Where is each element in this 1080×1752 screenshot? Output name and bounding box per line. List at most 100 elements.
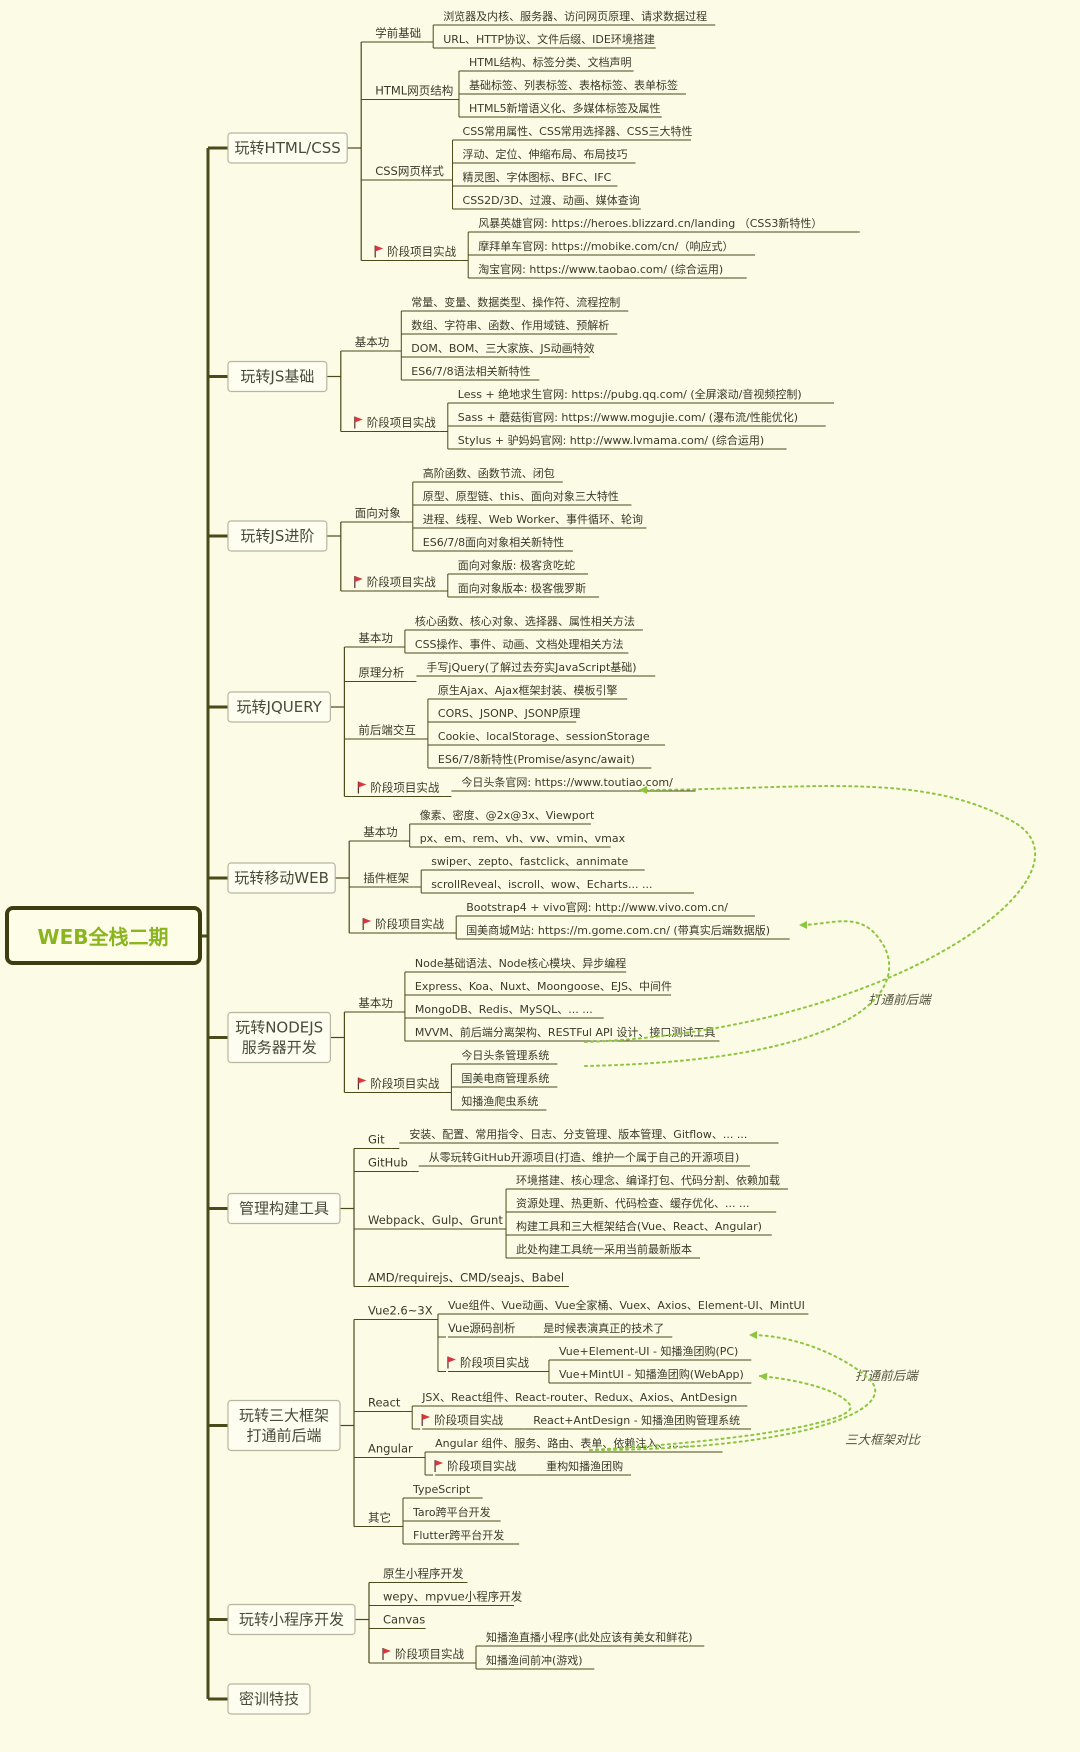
branch-node — [227, 1603, 356, 1636]
leaf-item: 高阶函数、函数节流、闭包 — [423, 466, 555, 480]
annotation-label: 三大框架对比 — [845, 1432, 922, 1447]
branch-node — [227, 520, 328, 552]
group-label: 前后端交互 — [358, 723, 416, 737]
leaf-item: Less + 绝地求生官网: https://pubg.qq.com/ (全屏滚… — [458, 387, 802, 401]
leaf-item: Stylus + 驴妈妈官网: http://www.lvmama.com/ (… — [458, 433, 764, 447]
leaf-item: 面向对象版本: 极客俄罗斯 — [458, 581, 586, 595]
link-arrow — [584, 920, 891, 1067]
leaf-item: 此处构建工具统一采用当前最新版本 — [516, 1242, 692, 1256]
leaf-item: 重构知播渔团购 — [546, 1459, 623, 1473]
leaf-item: Vue+MintUI - 知播渔团购(WebApp) — [559, 1367, 744, 1381]
leaf-item: Sass + 蘑菇街官网: https://www.mogujie.com/ (… — [458, 410, 798, 424]
group-label: 面向对象 — [355, 506, 401, 520]
branch-node-label: 密训特技 — [239, 1690, 299, 1708]
flag-icon — [354, 576, 363, 582]
leaf-item: Bootstrap4 + vivo官网: http://www.vivo.com… — [466, 900, 728, 914]
group-label: 基本功 — [358, 996, 393, 1010]
group-label: GitHub — [368, 1156, 408, 1170]
group-label: 基本功 — [355, 335, 390, 349]
leaf-item: DOM、BOM、三大家族、JS动画特效 — [411, 341, 594, 355]
leaf-item: 基础标签、列表标签、表格标签、表单标签 — [469, 78, 678, 92]
flag-icon — [363, 918, 372, 924]
flag-icon — [435, 1460, 444, 1466]
branch-node-label: 玩转三大框架 — [239, 1407, 329, 1425]
leaf-item: Angular 组件、服务、路由、表单、依赖注入、... ... — [435, 1436, 693, 1450]
leaf-item: 是时候表演真正的技术了 — [543, 1321, 664, 1335]
group-label: 基本功 — [358, 631, 393, 645]
leaf-item: CSS2D/3D、过渡、动画、媒体查询 — [463, 193, 640, 207]
leaf-item: 国美商城M站: https://m.gome.com.cn/ (带真实后端数据版… — [466, 923, 770, 937]
leaf-item: TypeScript — [412, 1483, 471, 1496]
group-label: 插件框架 — [363, 871, 409, 885]
subgroup-label: 阶段项目实战 — [447, 1459, 516, 1473]
leaf-item: px、em、rem、vh、vw、vmin、vmax — [420, 832, 626, 845]
leaf-item: ES6/7/8面向对象相关新特性 — [423, 535, 564, 549]
leaf-item: URL、HTTP协议、文件后缀、IDE环境搭建 — [443, 32, 655, 46]
leaf-item: 常量、变量、数据类型、操作符、流程控制 — [411, 295, 620, 309]
leaf-item: CSS操作、事件、动画、文档处理相关方法 — [415, 637, 624, 651]
root-node — [5, 906, 202, 965]
leaf-item: 安装、配置、常用指令、日志、分支管理、版本管理、Gitflow、... ... — [409, 1127, 747, 1141]
link-arrow — [589, 1331, 877, 1451]
branch-node — [227, 691, 332, 723]
leaf-item: 面向对象版: 极客贪吃蛇 — [458, 558, 575, 572]
leaf-item: 摩拜单车官网: https://mobike.com/cn/（响应式） — [478, 239, 733, 253]
flag-icon — [383, 1648, 391, 1654]
leaf-item: 淘宝官网: https://www.taobao.com/ (综合运用) — [478, 262, 723, 276]
leaf-item: 浮动、定位、伸缩布局、布局技巧 — [463, 147, 628, 161]
branch-node-label: 玩转NODEJS — [235, 1019, 323, 1037]
annotation-label: 打通前后端 — [868, 992, 932, 1007]
branch-node — [227, 1011, 332, 1064]
leaf-item: CSS常用属性、CSS常用选择器、CSS三大特性 — [463, 124, 693, 138]
leaf-item: 手写jQuery(了解过去夯实JavaScript基础) — [426, 660, 636, 674]
group-label: 学前基础 — [375, 26, 421, 40]
group-label: Webpack、Gulp、Grunt — [368, 1213, 503, 1227]
leaf-item: Vue组件、Vue动画、Vue全家桶、Vuex、Axios、Element-UI… — [448, 1298, 805, 1312]
leaf-item: MVVM、前后端分离架构、RESTFul API 设计、接口测试工具 — [415, 1025, 715, 1039]
group-label: Canvas — [383, 1613, 425, 1627]
leaf-item: 原生Ajax、Ajax框架封装、模板引擎 — [438, 683, 618, 697]
leaf-item: React+AntDesign - 知播渔团购管理系统 — [533, 1413, 740, 1427]
leaf-item: 像素、密度、@2x@3x、Viewport — [420, 808, 595, 822]
leaf-item: HTML结构、标签分类、文档声明 — [469, 55, 632, 69]
branch-node-label: 玩转HTML/CSS — [234, 139, 340, 157]
leaf-item: Node基础语法、Node核心模块、异步编程 — [415, 956, 626, 970]
leaf-item: Vue+Element-UI - 知播渔团购(PC) — [559, 1344, 738, 1358]
link-arrow — [589, 1372, 852, 1451]
branch-node-label: 玩转JQUERY — [237, 698, 323, 716]
group-label: 阶段项目实战 — [367, 416, 436, 430]
group-label: 基本功 — [363, 825, 398, 839]
flag-icon — [375, 245, 384, 252]
group-label: 其它 — [368, 1511, 391, 1525]
group-label: Git — [368, 1133, 385, 1147]
branch-node-label: 打通前后端 — [246, 1427, 321, 1445]
branch-node-label: 服务器开发 — [242, 1039, 317, 1057]
group-label: 阶段项目实战 — [370, 781, 439, 795]
leaf-item: Express、Koa、Nuxt、Moongoose、EJS、中间件 — [415, 980, 672, 993]
branch-node — [227, 132, 348, 164]
group-label: React — [368, 1396, 401, 1410]
leaf-item: 核心函数、核心对象、选择器、属性相关方法 — [415, 614, 635, 628]
leaf-item: 精灵图、字体图标、BFC、IFC — [463, 170, 612, 184]
leaf-item: 资源处理、热更新、代码检查、缓存优化、... ... — [516, 1196, 749, 1210]
flag-icon — [358, 1077, 367, 1084]
branch-node-label: 玩转小程序开发 — [239, 1611, 344, 1629]
leaf-item: 风暴英雄官网: https://heroes.blizzard.cn/landi… — [478, 216, 822, 230]
subgroup-label: 阶段项目实战 — [434, 1413, 503, 1427]
flag-icon — [447, 1356, 456, 1363]
group-label: 阶段项目实战 — [395, 1647, 464, 1661]
leaf-item: 从零玩转GitHub开源项目(打造、维护一个属于自己的开源项目) — [429, 1150, 740, 1164]
group-label: Angular — [368, 1442, 413, 1456]
branch-node — [227, 1399, 341, 1452]
group-label: 阶段项目实战 — [387, 245, 456, 259]
group-label: Vue2.6~3X — [368, 1304, 433, 1318]
branch-node-label: 玩转JS基础 — [240, 368, 314, 386]
branch-node — [227, 862, 336, 894]
leaf-item: 今日头条管理系统 — [461, 1048, 549, 1062]
group-label: HTML网页结构 — [375, 84, 453, 98]
leaf-item: MongoDB、Redis、MySQL、... ... — [415, 1003, 593, 1016]
branch-node — [227, 1683, 311, 1715]
leaf-item: ES6/7/8新特性(Promise/async/await) — [438, 752, 635, 766]
leaf-item: HTML5新增语义化、多媒体标签及属性 — [469, 101, 661, 115]
